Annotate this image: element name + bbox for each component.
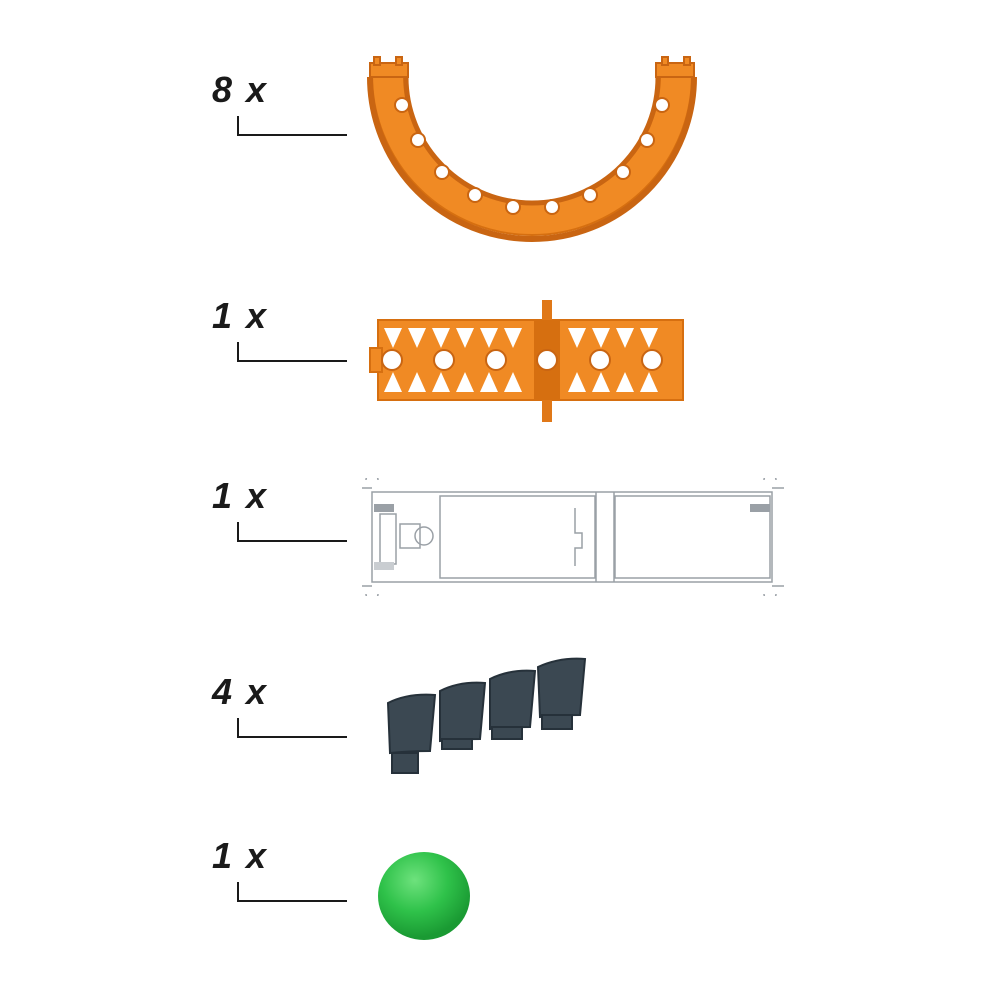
- leader-line: [237, 342, 347, 362]
- quantity-label: 4 x: [212, 671, 269, 712]
- orange-curved-rail-icon: [367, 56, 697, 242]
- quantity-label: 1 x: [212, 475, 269, 516]
- dark-flap-set-icon: [386, 657, 587, 774]
- leader-line: [237, 522, 347, 542]
- green-ball-icon: [378, 852, 470, 940]
- leader-line: [237, 882, 347, 902]
- transparent-track-base-icon: [362, 478, 784, 596]
- leader-line: [237, 116, 347, 136]
- orange-straight-rail-icon: [369, 300, 684, 422]
- quantity-label: 8 x: [212, 69, 269, 110]
- quantity-label: 1 x: [212, 835, 269, 876]
- leader-line: [237, 718, 347, 738]
- quantity-label: 1 x: [212, 295, 269, 336]
